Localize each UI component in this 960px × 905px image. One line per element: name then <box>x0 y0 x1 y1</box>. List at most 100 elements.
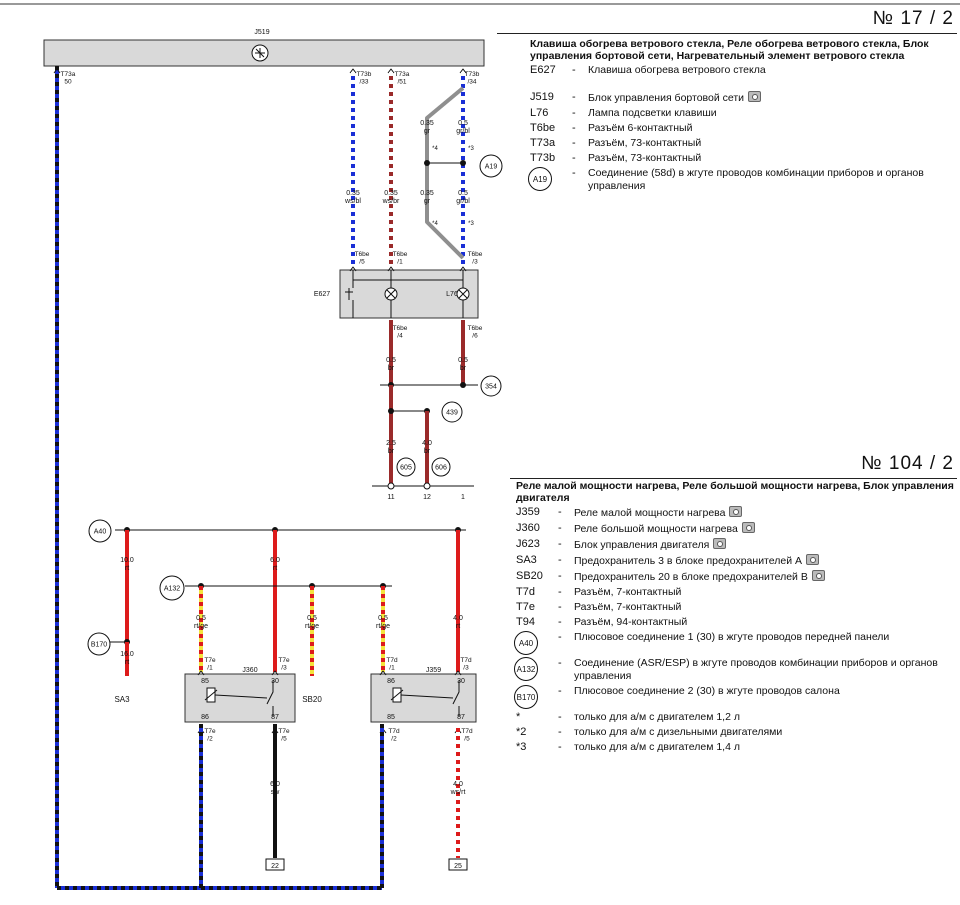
legend-code: E627 <box>530 64 556 76</box>
label-pin12: 12 <box>423 494 431 501</box>
connector-a132-label: A132 <box>164 586 180 593</box>
label-wire-br-a: br <box>388 365 395 372</box>
label-t6be-5: /5 <box>359 259 365 266</box>
legend-104-item: *2-только для а/м с дизельными двигателя… <box>516 726 956 739</box>
legend-code: T73b <box>530 152 556 164</box>
label-star4b: *4 <box>432 221 438 227</box>
connector-a19-label: A19 <box>485 164 498 171</box>
terminal-12 <box>423 482 431 490</box>
label-wire-160rt: 16.0 <box>120 651 134 658</box>
relay-j359-pin: 86 <box>387 678 395 685</box>
legend-104-item: T94-Разъём, 94-контактный <box>516 616 956 629</box>
relay-j359-pin: 85 <box>387 714 395 721</box>
pin-t73a-51 <box>387 68 395 74</box>
label-t7d-3: /3 <box>463 665 469 672</box>
legend-text: только для а/м с двигателем 1,4 л <box>574 741 740 753</box>
label-t7e-5: /5 <box>281 736 287 743</box>
label-t7e-3: /3 <box>281 665 287 672</box>
label-t6be-1: T6be <box>393 251 408 258</box>
legend-text: Реле малой мощности нагрева <box>574 506 956 520</box>
camera-icon[interactable] <box>729 506 743 517</box>
label-t7d-5: T7d <box>461 728 473 735</box>
label-sb20: SB20 <box>302 695 322 704</box>
label-t7d-1: /1 <box>389 665 395 672</box>
relay-j359-label: J359 <box>426 667 441 674</box>
legend-text: Разъём, 73-контактный <box>588 137 702 149</box>
camera-icon[interactable] <box>806 554 819 565</box>
label-wire-br-b: br <box>460 365 467 372</box>
legend-code: *3 <box>516 741 527 753</box>
label-e627: E627 <box>314 291 330 298</box>
connector-606-label: 606 <box>435 465 447 472</box>
label-wire-40br: br <box>424 448 431 455</box>
camera-icon[interactable] <box>748 91 762 102</box>
label-wire-grbl-top: gr/bl <box>456 128 470 135</box>
page-number-104: № 104 / 2 <box>861 453 954 474</box>
label-t6be-4: /4 <box>397 333 403 340</box>
relay-j359-coil-slash <box>390 689 404 701</box>
legend-code: T7d <box>516 586 535 598</box>
label-wire-gr-bot: 0.35 <box>420 190 434 197</box>
label-t7d-2: T7d <box>388 728 400 735</box>
label-wire-sw: 6.0 <box>270 781 280 788</box>
legend-104-item: J360-Реле большой мощности нагрева <box>516 522 956 536</box>
connector-a40 <box>88 519 112 543</box>
legend-code: SB20 <box>516 570 543 582</box>
label-wire-rtge-b: 0.5 <box>307 615 317 622</box>
legend-text: Разъём, 94-контактный <box>574 616 688 628</box>
legend-104-item: SA3-Предохранитель 3 в блоке предохранит… <box>516 554 956 568</box>
label-wire-gr-top: gr <box>424 128 431 135</box>
label-wire-rtge-c: rt/ge <box>376 623 390 630</box>
j519-label: J519 <box>254 29 269 36</box>
legend-text: Разъём 6-контактный <box>588 122 693 134</box>
legend-title-17: Клавиша обогрева ветрового стекла, Реле … <box>530 38 929 62</box>
legend-code: A19 <box>528 167 572 191</box>
label-wire-40rt: 4.0 <box>453 615 463 622</box>
connector-439 <box>441 401 463 423</box>
label-wire-br-b: 0.5 <box>458 357 468 364</box>
legend-rule-104 <box>510 478 957 479</box>
label-t73a-51: T73a <box>395 71 410 78</box>
legend-17-item: T73b-Разъём, 73-контактный <box>530 152 957 165</box>
lamp-cross <box>458 289 468 299</box>
relay-j360-label: J360 <box>242 667 257 674</box>
j519-symbol-icon <box>255 48 265 58</box>
legend-text: Реле большой мощности нагрева <box>574 522 956 536</box>
legend-code: *2 <box>516 726 527 738</box>
label-t73a-51: /51 <box>397 79 406 86</box>
label-pin11: 11 <box>387 494 394 501</box>
terminal-25 <box>448 858 468 871</box>
legend-17-item: T6be-Разъём 6-контактный <box>530 122 957 135</box>
legend-17-item: T73a-Разъём, 73-контактный <box>530 137 957 150</box>
label-t73b-34: /34 <box>467 79 476 86</box>
label-star3b: *3 <box>468 221 474 227</box>
junction-dot <box>460 160 466 166</box>
label-wire-wsbl: 0.35 <box>346 190 360 197</box>
label-t6be-5: T6be <box>355 251 370 258</box>
connector-439-label: 439 <box>446 410 458 417</box>
legend-code: T73a <box>530 137 556 149</box>
terminal-11 <box>387 482 395 490</box>
connector-605-label: 605 <box>400 465 412 472</box>
legend-code: J359 <box>516 506 540 518</box>
legend-17-item: L76-Лампа подсветки клавиши <box>530 107 957 120</box>
label-t7d-5: /5 <box>464 736 470 743</box>
legend-104-item: SB20-Предохранитель 20 в блоке предохран… <box>516 570 956 584</box>
legend-text: Плюсовое соединение 2 (30) в жгуте прово… <box>574 685 840 697</box>
legend-text: только для а/м с дизельными двигателями <box>574 726 783 738</box>
label-t7e-1: /1 <box>207 665 213 672</box>
junction-dot <box>424 160 430 166</box>
label-sa3: SA3 <box>114 695 130 704</box>
label-t73b-33: /33 <box>359 79 368 86</box>
legend-code: J360 <box>516 522 540 534</box>
camera-icon[interactable] <box>741 522 755 533</box>
legend-104-item: J623-Блок управления двигателя <box>516 538 956 552</box>
label-wire-wsbr: 0.35 <box>384 190 398 197</box>
camera-icon[interactable] <box>713 538 727 549</box>
camera-icon[interactable] <box>811 570 825 581</box>
label-wire-25br: br <box>388 448 395 455</box>
legend-code: A132 <box>514 657 558 681</box>
label-wire-sw: sw <box>271 789 281 796</box>
